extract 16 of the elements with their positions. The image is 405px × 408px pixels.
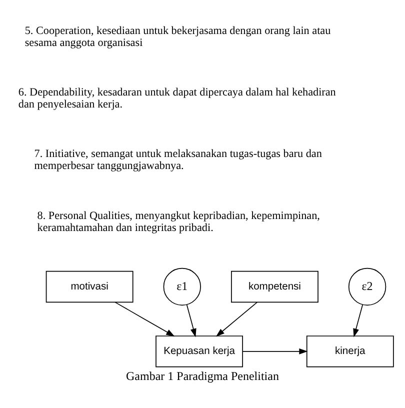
node-box: Kepuasan kerja	[156, 336, 243, 368]
arrow	[186, 304, 196, 338]
label: 8. Personal Qualities, menyangkut kepribadian, kepemimpinan, keramahtamahan dan integritas pribadi.	[37, 210, 320, 234]
arrow	[353, 304, 364, 338]
label: 7. Initiative, semangat untuk melaksanakan tugas-tugas baru dan memperbesar tanggungjawabnya.	[34, 148, 322, 172]
label: 5. Cooperation, kesediaan untuk bekerjasama dengan orang lain atau sesama anggota organisasi	[24, 24, 331, 49]
node-box: kompetensi	[231, 270, 318, 303]
caption: Gambar 1 Paradigma Penelitian	[126, 368, 279, 383]
label: 6. Dependability, kesadaran untuk dapat dipercaya dalam hal kehadiran dan penyelesaian kerja.	[18, 86, 336, 110]
node-box: kinerja	[306, 336, 394, 368]
arrow	[216, 302, 258, 337]
arrow	[242, 348, 308, 354]
arrow	[114, 302, 175, 336]
node-circle: ε2	[348, 268, 386, 306]
node-box: motivasi	[46, 270, 134, 303]
node-circle: ε1	[163, 268, 201, 306]
